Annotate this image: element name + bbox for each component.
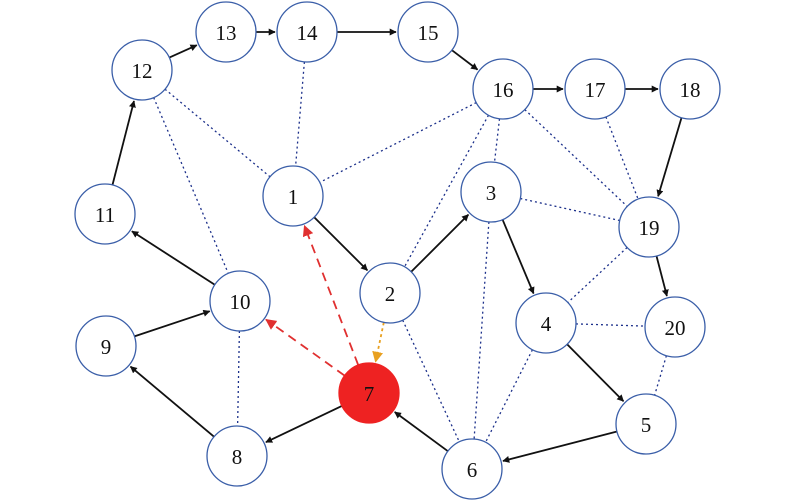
edges-layer [111,28,683,463]
edge-12-to-1-dotted [164,88,271,178]
node-label-5: 5 [641,413,652,437]
node-5: 5 [615,393,677,455]
edge-1-to-2-solid [313,216,369,272]
node-1: 1 [262,165,324,227]
node-label-20: 20 [665,316,686,340]
edge-2-to-3-solid [410,213,470,273]
edge-19-to-20-solid [655,255,669,297]
edge-2-to-7-orange-dashed [372,322,385,363]
node-circle-9 [75,315,137,377]
edge-4-to-20-dotted [575,323,646,327]
edge-14-to-1-dotted [294,61,306,167]
edge-10-to-11-solid [131,230,216,286]
edge-19-to-4-dotted [567,247,628,303]
edge-3-to-4-solid [501,219,535,295]
node-circle-3 [460,161,522,223]
node-8: 8 [206,425,268,487]
node-16: 16 [472,58,534,120]
edge-9-to-10-solid [134,309,211,338]
node-circle-7 [338,362,400,424]
node-15: 15 [397,1,459,63]
node-17: 17 [564,58,626,120]
node-label-14: 14 [297,21,319,45]
edge-4-to-5-solid [566,343,625,402]
edge-12-to-10-dotted [153,97,229,274]
node-circle-10 [209,270,271,332]
node-3: 3 [460,161,522,223]
node-label-16: 16 [493,78,514,102]
node-19: 19 [618,196,680,258]
edge-18-to-19-solid [656,117,683,197]
edge-3-to-6-dotted [473,221,490,440]
edge-16-to-3-dotted [493,118,501,163]
node-label-3: 3 [486,181,497,205]
edge-16-to-2-dotted [403,114,490,268]
edge-11-to-12-solid [111,100,136,186]
node-12: 12 [111,39,173,101]
node-circle-16 [472,58,534,120]
node-9: 9 [75,315,137,377]
node-circle-4 [515,292,577,354]
node-4: 4 [515,292,577,354]
node-label-7: 7 [364,382,375,406]
node-6: 6 [441,438,503,500]
node-label-2: 2 [385,282,396,306]
node-label-11: 11 [95,203,115,227]
node-11: 11 [74,183,136,245]
node-14: 14 [276,1,338,63]
edge-16-to-1-dotted [319,102,477,183]
edge-16-to-19-dotted [524,109,628,207]
edge-5-to-6-solid [502,430,618,463]
node-circle-19 [618,196,680,258]
node-circle-20 [644,296,706,358]
node-label-12: 12 [132,59,153,83]
node-circle-11 [74,183,136,245]
node-2: 2 [359,262,421,324]
node-label-15: 15 [418,21,439,45]
edge-3-to-19-dotted [520,197,620,222]
edge-8-to-9-solid [129,365,215,438]
edge-7-to-8-solid [265,405,343,444]
node-circle-18 [659,58,721,120]
node-circle-8 [206,425,268,487]
edge-2-to-6-dotted [402,319,460,443]
node-label-10: 10 [230,290,251,314]
node-label-13: 13 [216,21,237,45]
edge-12-to-13-solid [168,44,198,59]
node-circle-14 [276,1,338,63]
edge-17-to-19-dotted [605,116,639,200]
node-20: 20 [644,296,706,358]
node-label-9: 9 [101,335,112,359]
node-circle-2 [359,262,421,324]
node-circle-5 [615,393,677,455]
node-circle-15 [397,1,459,63]
node-label-17: 17 [585,78,606,102]
edge-7-to-10-red-dashed [265,318,346,377]
node-label-1: 1 [288,185,299,209]
edge-10-to-8-dotted [236,330,241,427]
edge-7-to-1-red-dashed [302,224,360,366]
node-label-8: 8 [232,445,243,469]
node-circle-6 [441,438,503,500]
node-7: 7 [338,362,400,424]
node-label-4: 4 [541,312,552,336]
edge-15-to-16-solid [451,49,479,71]
node-label-18: 18 [680,78,701,102]
edge-6-to-7-solid [394,411,449,452]
node-label-6: 6 [467,458,478,482]
edge-20-to-5-dotted [653,355,668,396]
node-label-19: 19 [639,216,660,240]
node-circle-13 [195,1,257,63]
node-circle-1 [262,165,324,227]
node-10: 10 [209,270,271,332]
edge-4-to-6-dotted [485,349,533,443]
node-circle-17 [564,58,626,120]
node-13: 13 [195,1,257,63]
node-circle-12 [111,39,173,101]
node-18: 18 [659,58,721,120]
